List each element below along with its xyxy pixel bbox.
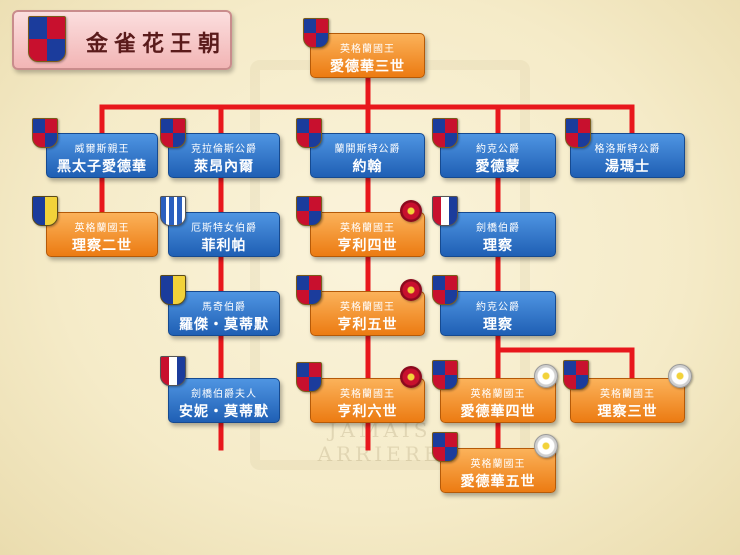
node-name: 理察 [483,238,513,254]
royal-coat-of-arms-icon [28,16,66,62]
node-title: 英格蘭國王 [340,389,395,400]
node-richard-york: 約克公爵 理察 [440,291,556,336]
node-title: 蘭開斯特公爵 [334,144,401,155]
coat-of-arms-icon [160,118,186,148]
node-edward-v: 英格蘭國王 愛德華五世 [440,448,556,493]
node-title: 馬奇伯爵 [202,302,246,313]
node-richard-ii: 英格蘭國王 理察二世 [46,212,158,257]
node-title: 格洛斯特公爵 [594,144,661,155]
node-title: 英格蘭國王 [340,302,395,313]
node-title: 劍橋伯爵夫人 [191,389,257,400]
node-title: 英格蘭國王 [470,459,526,470]
node-name: 理察 [483,317,513,333]
coat-of-arms-icon [565,118,591,148]
coat-of-arms-icon [303,18,329,48]
coat-of-arms-icon [32,118,58,148]
coat-of-arms-icon [160,196,186,226]
coat-of-arms-icon [296,362,322,392]
node-name: 湯瑪士 [605,159,650,175]
node-name: 理察二世 [72,238,132,254]
node-name: 羅傑・莫蒂默 [179,317,269,333]
node-name: 愛德華四世 [460,404,536,420]
coat-of-arms-icon [432,432,458,462]
coat-of-arms-icon [432,360,458,390]
node-name: 亨利六世 [337,404,398,420]
white-rose-icon [534,364,558,388]
node-title: 克拉倫斯公爵 [191,144,257,155]
coat-of-arms-icon [296,118,322,148]
node-name: 理察三世 [597,404,658,420]
node-name: 愛德蒙 [475,159,521,175]
node-edward-iv: 英格蘭國王 愛德華四世 [440,378,556,423]
node-richard-cambridge: 劍橋伯爵 理察 [440,212,556,257]
node-title: 英格蘭國王 [470,389,526,400]
node-name: 安妮・莫蒂默 [179,404,269,420]
node-name: 亨利四世 [337,238,398,254]
node-title: 厄斯特女伯爵 [191,223,257,234]
node-title: 英格蘭國王 [74,223,130,234]
node-title: 威爾斯親王 [74,144,130,155]
node-name: 愛德華三世 [330,59,405,75]
coat-of-arms-icon [296,196,322,226]
node-lionel: 克拉倫斯公爵 萊昂內爾 [168,133,280,178]
node-name: 黑太子愛德華 [57,159,147,175]
coat-of-arms-icon [563,360,589,390]
title-box: 金雀花王朝 [12,10,232,70]
node-edward-iii: 英格蘭國王 愛德華三世 [310,33,425,78]
coat-of-arms-icon [32,196,58,226]
node-title: 約克公爵 [476,144,520,155]
node-edmund: 約克公爵 愛德蒙 [440,133,556,178]
node-title: 英格蘭國王 [340,223,395,234]
coat-of-arms-icon [432,118,458,148]
node-name: 萊昂內爾 [194,159,254,175]
node-richard-iii: 英格蘭國王 理察三世 [570,378,685,423]
red-rose-icon [400,200,422,222]
red-rose-icon [400,279,422,301]
node-name: 愛德華五世 [460,474,536,490]
node-title: 劍橋伯爵 [476,223,520,234]
coat-of-arms-icon [160,356,186,386]
white-rose-icon [668,364,692,388]
page-title: 金雀花王朝 [86,31,227,57]
node-philippa: 厄斯特女伯爵 菲利帕 [168,212,280,257]
node-title: 英格蘭國王 [600,389,655,400]
node-name: 菲利帕 [201,238,247,254]
node-black-prince: 威爾斯親王 黑太子愛德華 [46,133,158,178]
node-roger: 馬奇伯爵 羅傑・莫蒂默 [168,291,280,336]
coat-of-arms-icon [160,275,186,305]
white-rose-icon [534,434,558,458]
coat-of-arms-icon [296,275,322,305]
node-name: 亨利五世 [337,317,398,333]
coat-of-arms-icon [432,196,458,226]
node-title: 約克公爵 [476,302,520,313]
node-john: 蘭開斯特公爵 約翰 [310,133,425,178]
red-rose-icon [400,366,422,388]
node-name: 約翰 [352,159,383,175]
node-title: 英格蘭國王 [340,44,395,55]
node-anne: 劍橋伯爵夫人 安妮・莫蒂默 [168,378,280,423]
coat-of-arms-icon [432,275,458,305]
